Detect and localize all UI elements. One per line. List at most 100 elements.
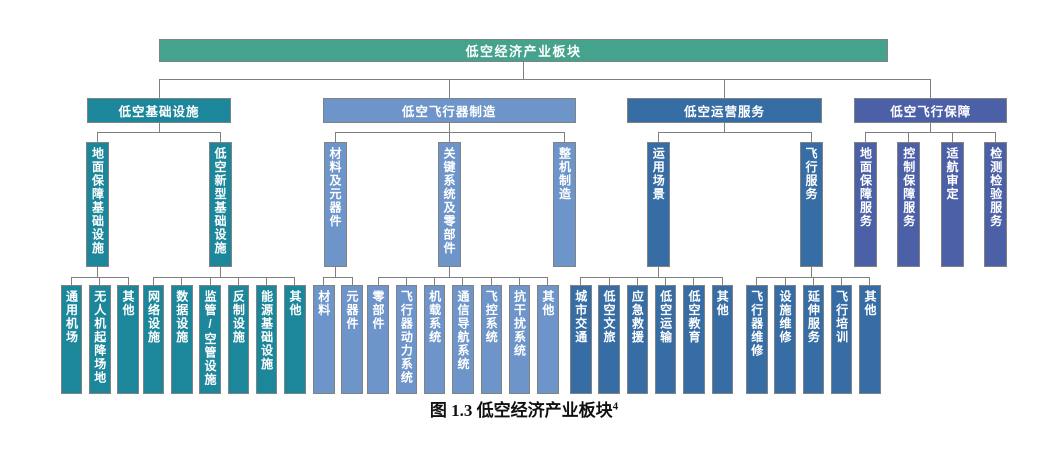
leaf-node-label: 抗干扰系统 [512,290,527,358]
leaf-node-label: 其他 [121,290,136,317]
sub-node: 飞行服务 [799,142,823,267]
sub-node-label: 控制保障服务 [901,147,916,228]
connector-line [294,277,296,285]
leaf-node-label: 飞行器动力系统 [399,290,414,385]
leaf-node: 其他 [859,285,881,394]
connector-line [158,121,160,132]
connector-line [219,265,221,277]
leaf-node: 低空文旅 [598,285,620,394]
sub-node: 低空新型基础设施 [208,142,232,267]
leaf-node: 网络设施 [142,285,165,394]
root-node-label: 低空经济产业板块 [465,44,582,59]
leaf-node-label: 无人机起降场地 [92,290,107,385]
connector-line [334,132,336,142]
connector-line [657,132,659,142]
sub-node-label: 运用场景 [651,147,666,201]
leaf-node: 低空教育 [683,285,705,394]
leaf-node: 其他 [117,285,139,394]
sub-node: 控制保障服务 [897,142,921,267]
connector-line [869,277,871,285]
connector-line [665,277,667,285]
leaf-node-label: 其他 [715,290,730,317]
sub-node: 地面保障服务 [854,142,877,267]
leaf-node: 反制设施 [227,285,250,394]
connector-line [462,277,464,285]
branch-node-label: 低空飞行保障 [890,105,972,119]
connector-line [209,277,211,285]
branch-node: 低空飞行器制造 [322,98,576,123]
connector-line [158,79,932,80]
leaf-node-label: 城市交通 [573,290,588,344]
sub-node-label: 适航审定 [945,147,959,201]
connector-line [448,132,450,142]
leaf-node: 抗干扰系统 [508,285,531,394]
connector-line [181,277,183,285]
leaf-node: 机载系统 [423,285,446,394]
connector-line [930,79,932,98]
leaf-node: 飞行器动力系统 [395,285,418,394]
leaf-node: 低空运输 [654,285,677,394]
leaf-node: 城市交通 [570,285,592,394]
connector-line [580,277,582,285]
connector-line [219,132,221,142]
sub-node: 适航审定 [940,142,964,267]
leaf-node: 设施维修 [774,285,796,394]
leaf-node-label: 其他 [287,290,302,317]
connector-line [97,132,98,142]
connector-line [523,62,524,79]
connector-line [351,277,353,285]
leaf-node-label: 其他 [862,290,877,317]
leaf-node: 通用机场 [60,285,83,394]
leaf-node: 数据设施 [171,285,193,394]
sub-node-label: 地面保障基础设施 [90,147,105,255]
leaf-node-label: 机载系统 [427,290,442,344]
leaf-node: 飞行器维修 [746,285,768,394]
figure-caption-footnote: 4 [612,400,619,413]
branch-node: 低空运营服务 [627,98,822,123]
sub-node-label: 关键系统及零部件 [442,147,456,255]
leaf-node: 监管/空管设施 [199,285,221,394]
connector-line [908,132,910,142]
leaf-node: 延伸服务 [802,285,825,394]
leaf-node-label: 材料 [316,290,331,317]
branch-node-label: 低空运营服务 [683,105,765,119]
branch-node: 低空基础设施 [87,98,231,123]
leaf-node: 飞行培训 [830,285,853,394]
leaf-node-label: 通用机场 [64,290,79,344]
leaf-node: 无人机起降场地 [89,285,111,394]
connector-line [158,79,160,98]
connector-line [99,277,101,285]
sub-node: 地面保障基础设施 [86,142,109,267]
connector-line [97,265,98,277]
sub-node-label: 整机制造 [557,147,572,201]
leaf-node: 飞控系统 [480,285,502,394]
leaf-node-label: 反制设施 [231,290,246,344]
connector-line [334,265,336,277]
connector-line [841,277,843,285]
leaf-node-label: 低空教育 [686,290,701,344]
sub-node-label: 低空新型基础设施 [213,147,227,255]
connector-line [490,277,492,285]
connector-line [70,277,72,285]
connector-line [724,79,725,98]
connector-line [724,121,725,132]
connector-line [377,277,379,285]
connector-line [448,79,450,98]
sub-node: 材料及元器件 [323,142,347,267]
connector-line [995,132,997,142]
sub-node-label: 飞行服务 [804,147,818,201]
connector-line [721,277,723,285]
figure-caption: 图 1.3 低空经济产业板块4 [0,396,1048,421]
connector-line [323,277,353,278]
leaf-node-label: 其他 [540,290,555,317]
connector-line [810,265,812,277]
connector-line [693,277,695,285]
connector-line [405,277,407,285]
connector-line [812,277,814,285]
connector-line [127,277,129,285]
leaf-node-label: 数据设施 [174,290,189,344]
leaf-node: 材料 [313,285,335,394]
leaf-node-label: 低空运输 [658,290,673,344]
connector-line [266,277,268,285]
